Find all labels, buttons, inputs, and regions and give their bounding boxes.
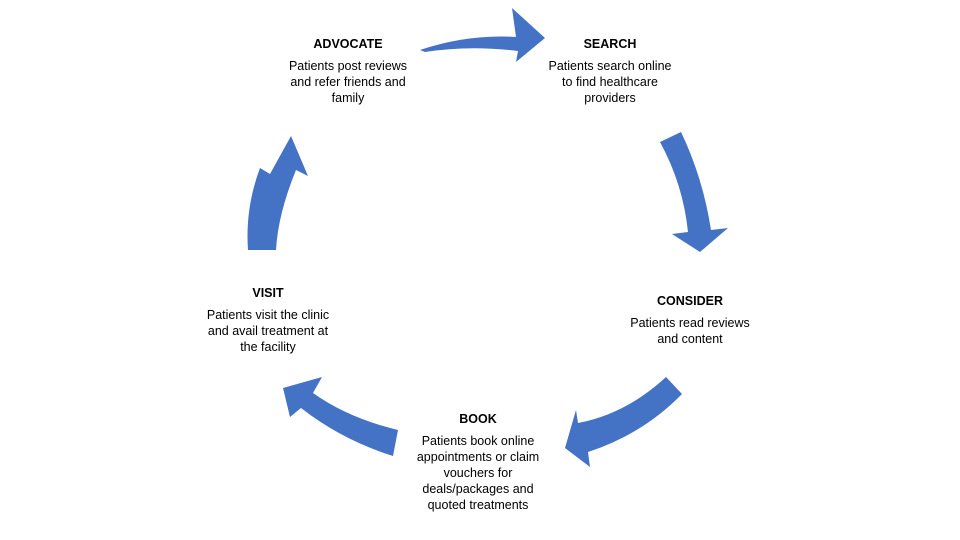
stage-advocate: ADVOCATE Patients post reviews and refer… (268, 36, 428, 106)
stage-consider-description: Patients read reviews and content (630, 316, 750, 346)
stage-advocate-title: ADVOCATE (313, 37, 383, 51)
arrow-visit-to-advocate (247, 136, 308, 250)
arrow-consider-to-book (565, 377, 682, 467)
arrow-search-to-consider (660, 132, 728, 252)
stage-search: SEARCH Patients search online to find he… (530, 36, 690, 106)
stage-book-title: BOOK (459, 412, 497, 426)
arrow-advocate-to-search (420, 8, 545, 62)
stage-visit-description: Patients visit the clinic and avail trea… (206, 308, 330, 354)
stage-book-description: Patients book online appointments or cla… (416, 434, 540, 512)
stage-search-description: Patients search online to find healthcar… (548, 59, 672, 105)
stage-consider: CONSIDER Patients read reviews and conte… (610, 293, 770, 347)
stage-search-title: SEARCH (583, 37, 637, 51)
stage-consider-title: CONSIDER (657, 294, 723, 308)
stage-book: BOOK Patients book online appointments o… (398, 411, 558, 513)
stage-visit: VISIT Patients visit the clinic and avai… (188, 285, 348, 355)
stage-visit-title: VISIT (252, 286, 284, 300)
arrow-book-to-visit (283, 377, 398, 456)
stage-advocate-description: Patients post reviews and refer friends … (288, 59, 408, 105)
